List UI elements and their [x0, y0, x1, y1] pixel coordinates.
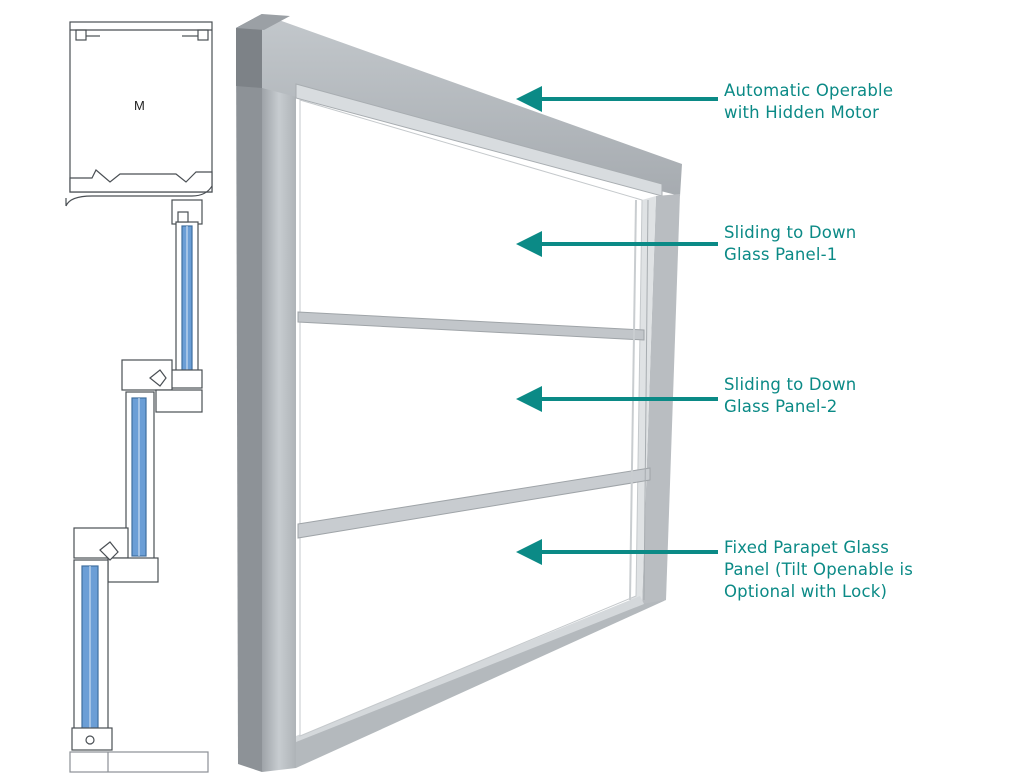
mid-rail-2	[297, 467, 651, 539]
window-3d	[236, 14, 682, 772]
section-sash-2	[125, 391, 155, 561]
section-interlock-2	[73, 527, 159, 583]
top-beam-cap-top	[236, 14, 290, 30]
arrow-1	[516, 86, 718, 112]
callout-parapet: Fixed Parapet Glass Panel (Tilt Openable…	[724, 537, 913, 603]
arrow-4	[516, 539, 718, 565]
glass-area	[299, 99, 643, 737]
callout-parapet-line-2: Panel (Tilt Openable is	[724, 560, 914, 579]
callout-motor-line-2: with Hidden Motor	[724, 103, 880, 122]
arrow-2	[516, 231, 718, 257]
callout-panel-1-line-2: Glass Panel-1	[724, 245, 838, 264]
section-sash-1	[167, 199, 203, 389]
bottom-rail	[296, 600, 666, 768]
left-post	[262, 82, 296, 772]
callout-parapet-line-1: Fixed Parapet Glass	[724, 538, 890, 557]
callout-panel-2-line-2: Glass Panel-2	[724, 397, 838, 416]
top-beam-cap	[236, 14, 262, 88]
left-post-side	[236, 14, 262, 772]
arrow-3	[516, 386, 718, 412]
callout-panel-2: Sliding to Down Glass Panel-2	[724, 374, 856, 418]
mid-rail-1	[297, 311, 645, 341]
motor-housing	[65, 21, 213, 207]
callout-motor-line-1: Automatic Operable	[724, 81, 894, 100]
bottom-rail-top	[296, 596, 644, 742]
top-beam	[262, 14, 682, 196]
callout-arrows	[516, 86, 718, 565]
callout-parapet-line-3: Optional with Lock)	[724, 582, 888, 601]
section-drawing: M	[65, 21, 213, 773]
callout-panel-1-line-1: Sliding to Down	[724, 223, 857, 242]
section-interlock-1	[121, 359, 203, 413]
callout-panel-2-line-1: Sliding to Down	[724, 375, 857, 394]
callout-motor: Automatic Operable with Hidden Motor	[724, 80, 893, 124]
section-fixed-panel	[69, 559, 209, 773]
callout-panel-1: Sliding to Down Glass Panel-1	[724, 222, 856, 266]
motor-label: M	[134, 98, 145, 113]
